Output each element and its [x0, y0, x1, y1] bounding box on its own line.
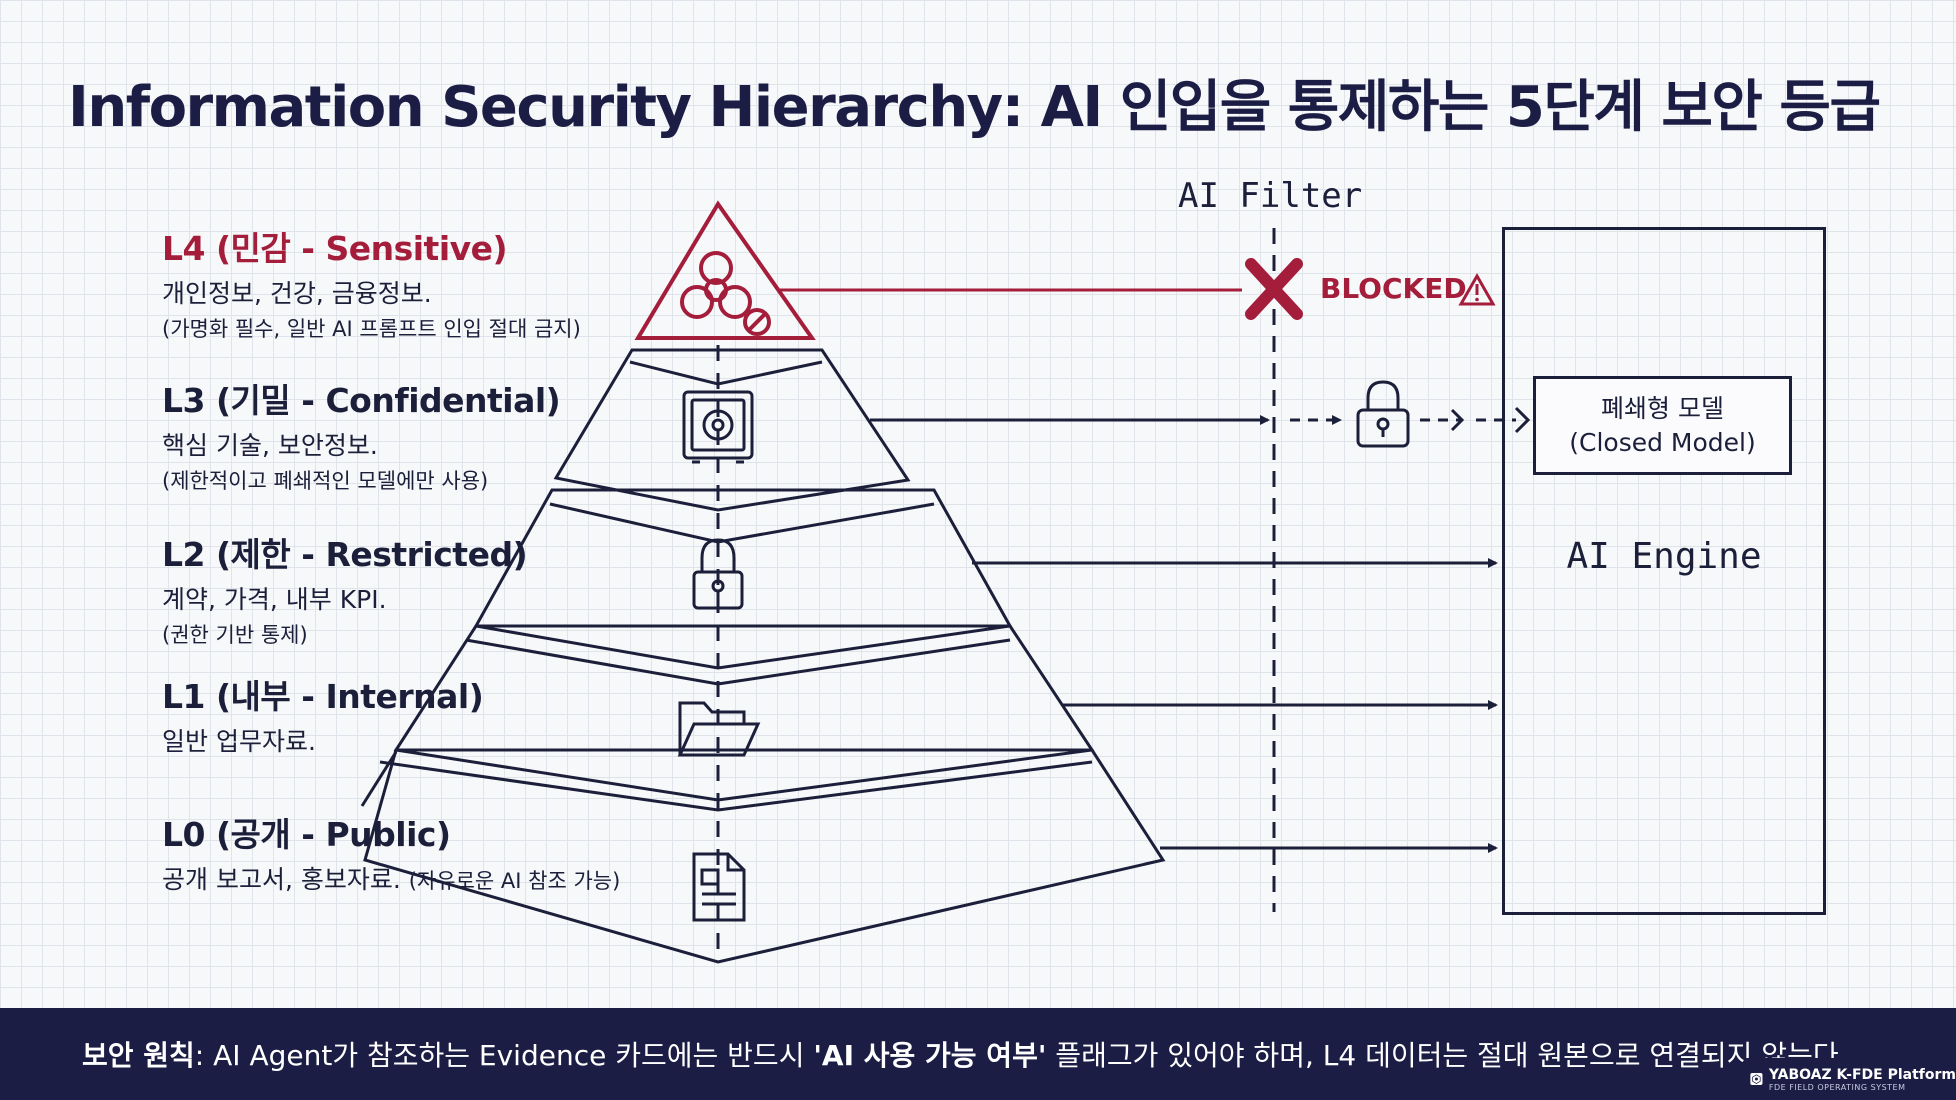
level-l2-title: L2 (제한 - Restricted)	[162, 535, 528, 574]
level-l4-desc: 개인정보, 건강, 금융정보.	[162, 279, 432, 308]
blocked-label: BLOCKED	[1320, 272, 1467, 305]
closed-model-title: 폐쇄형 모델	[1601, 393, 1724, 423]
level-l0-title: L0 (공개 - Public)	[162, 815, 451, 854]
level-l0-note: (자유로운 AI 참조 가능)	[408, 869, 621, 893]
level-l2-note: (권한 기반 통제)	[162, 623, 308, 647]
safe-icon	[682, 390, 754, 464]
ai-engine-label: AI Engine	[1566, 536, 1762, 577]
platform-badge: YABOAZ K-FDE Platform FDE FIELD OPERATIN…	[1746, 1058, 1956, 1100]
level-l3-text: L3 (기밀 - Confidential) 핵심 기술, 보안정보. (제한적…	[162, 374, 561, 495]
level-l0-text: L0 (공개 - Public) 공개 보고서, 홍보자료. (자유로운 AI …	[162, 808, 620, 896]
level-l2-text: L2 (제한 - Restricted) 계약, 가격, 내부 KPI. (권한…	[162, 528, 528, 649]
pyramid-tier-l3	[553, 348, 911, 512]
pyramid-tier-l2	[473, 488, 1013, 670]
badge-subtitle: FDE FIELD OPERATING SYSTEM	[1768, 1082, 1906, 1092]
footer-banner: 보안 원칙: AI Agent가 참조하는 Evidence 카드에는 반드시 …	[0, 1008, 1956, 1100]
level-l3-title: L3 (기밀 - Confidential)	[162, 381, 561, 420]
level-l3-note: (제한적이고 폐쇄적인 모델에만 사용)	[162, 469, 489, 493]
footer-prefix: 보안 원칙	[82, 1039, 195, 1072]
level-l3-desc: 핵심 기술, 보안정보.	[162, 431, 378, 460]
pyramid-tier-l1	[393, 624, 1095, 802]
level-l4-text: L4 (민감 - Sensitive) 개인정보, 건강, 금융정보. (가명화…	[162, 222, 581, 343]
padlock-icon	[1356, 380, 1410, 448]
biohazard-icon	[680, 251, 771, 336]
level-l1-desc: 일반 업무자료.	[162, 727, 316, 756]
lock-icon	[692, 538, 744, 610]
folder-icon	[677, 701, 761, 757]
level-l4-note: (가명화 필수, 일반 AI 프롬프트 인입 절대 금지)	[162, 317, 581, 341]
footer-text-1: : AI Agent가 참조하는 Evidence 카드에는 반드시	[194, 1039, 814, 1072]
footer-bold: 'AI 사용 가능 여부'	[813, 1039, 1047, 1072]
level-l4-title: L4 (민감 - Sensitive)	[162, 229, 508, 268]
document-icon	[692, 852, 746, 922]
closed-model-box: 폐쇄형 모델 (Closed Model)	[1533, 376, 1792, 475]
blocked-x-icon	[1245, 258, 1303, 320]
closed-model-subtitle: (Closed Model)	[1569, 427, 1756, 457]
ai-filter-label: AI Filter	[1178, 176, 1363, 216]
level-l1-title: L1 (내부 - Internal)	[162, 677, 484, 716]
platform-logo-icon	[1750, 1072, 1763, 1086]
pyramid-tier-l0	[363, 748, 1166, 964]
footer-text-2: 플래그가 있어야 하며, L4 데이터는 절대 원본으로 연결되지 않는다	[1046, 1039, 1839, 1072]
page-title: Information Security Hierarchy: AI 인입을 통…	[68, 75, 1881, 140]
level-l1-text: L1 (내부 - Internal) 일반 업무자료.	[162, 670, 484, 758]
level-l2-desc: 계약, 가격, 내부 KPI.	[162, 585, 387, 614]
level-l0-desc: 공개 보고서, 홍보자료.	[162, 865, 401, 894]
pyramid-tier-l4	[634, 200, 816, 340]
warning-icon	[1458, 272, 1496, 306]
badge-name: YABOAZ K-FDE Platform	[1768, 1066, 1956, 1083]
ai-engine-box	[1502, 227, 1826, 915]
